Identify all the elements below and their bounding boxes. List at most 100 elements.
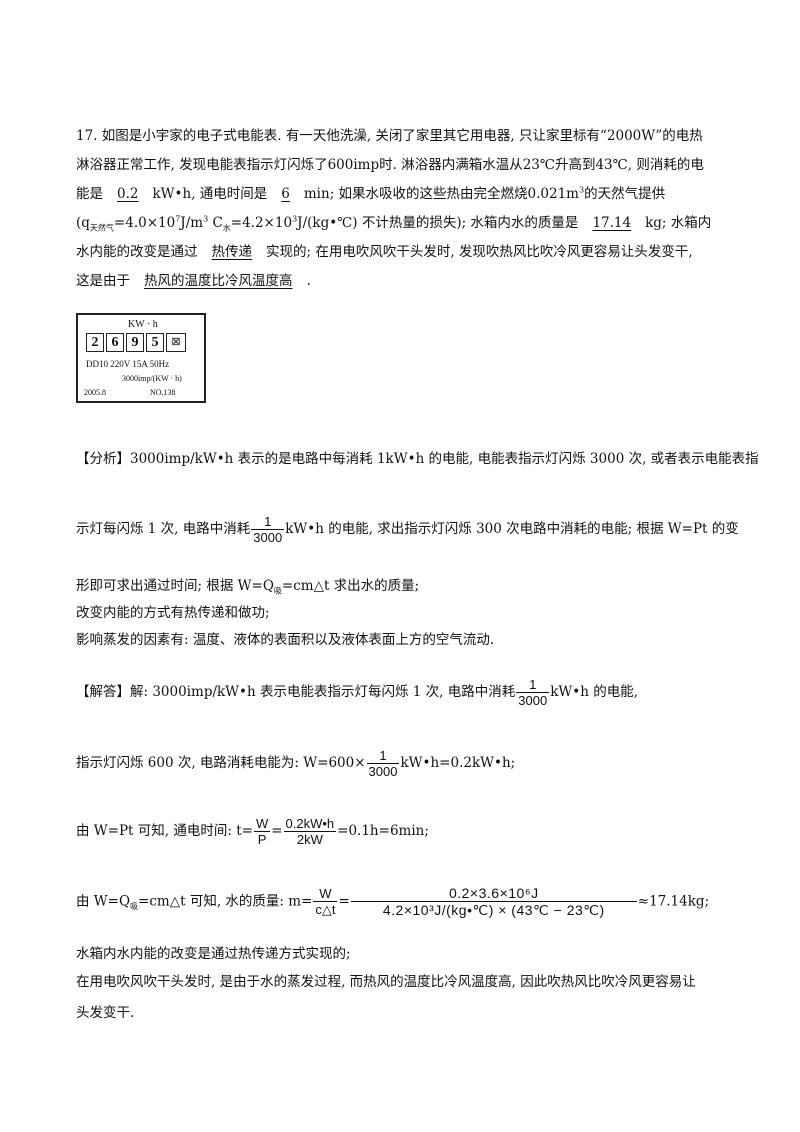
answer-mass: 17.14: [592, 215, 632, 231]
solution-text: kW•h=0.2kW•h;: [400, 755, 516, 771]
meter-digit: 9: [126, 333, 144, 352]
analysis-text: 影响蒸发的因素有: 温度、液体的表面积以及液体表面上方的空气流动.: [76, 632, 495, 648]
fraction-denominator: 3000: [366, 763, 400, 779]
answer-reason: 热风的温度比冷风温度高: [144, 273, 293, 289]
superscript: 3: [292, 214, 298, 224]
fraction-numerator: W: [255, 816, 269, 831]
solution-line-6: 在用电吹风吹干头发时, 是由于水的蒸发过程, 而热风的温度比冷风温度高, 因此吹…: [76, 970, 696, 990]
analysis-line-1: 【分析】3000imp/kW•h 表示的是电路中每消耗 1kW•h 的电能, 电…: [76, 447, 759, 467]
problem-text: min; 如果水吸收的这些热由完全燃烧0.021m: [303, 186, 579, 202]
problem-text: J/m: [180, 215, 204, 231]
fraction-numerator: 0.2kW•h: [285, 816, 335, 831]
problem-text: =4.2×10: [230, 215, 293, 231]
meter-wheel-icon: ⊠: [166, 333, 186, 352]
solution-text: 头发变干.: [76, 1005, 135, 1021]
problem-text: C: [208, 215, 223, 231]
superscript: 3: [578, 185, 585, 195]
analysis-line-3: 形即可求出通过时间; 根据 W=Q吸=cm△t 求出水的质量;: [76, 574, 420, 596]
problem-text: 17. 如图是小宇家的电子式电能表. 有一天他洗澡, 关闭了家里其它用电器, 只…: [76, 128, 703, 144]
subscript: 天然气: [89, 223, 114, 233]
problem-text: J/(kg•℃) 不计热量的损失); 水箱内水的质量是: [297, 215, 579, 231]
solution-text: 由 W=Pt 可知, 通电时间: t=: [76, 823, 253, 839]
problem-text: 淋浴器正常工作, 发现电能表指示灯闪烁了600imp时. 淋浴器内满箱水温从23…: [76, 157, 704, 173]
problem-text: 水内能的改变是通过: [76, 244, 198, 260]
problem-text: 实现的; 在用电吹风吹干头发时, 发现吹热风比吹冷风更容易让头发变干,: [266, 244, 693, 260]
problem-text: =4.0×10: [113, 215, 176, 231]
analysis-text: 改变内能的方式有热传递和做功;: [76, 605, 270, 621]
meter-serial: NO.138: [150, 388, 176, 397]
problem-line-5: 水内能的改变是通过热传递实现的; 在用电吹风吹干头发时, 发现吹热风比吹冷风更容…: [76, 240, 693, 260]
meter-unit-label: KW · h: [128, 319, 158, 330]
energy-meter-figure: KW · h 2 6 9 5 ⊠ DD10 220V 15A 50Hz 3000…: [76, 313, 206, 403]
solution-text: 水箱内水内能的改变是通过热传递方式实现的;: [76, 946, 351, 962]
equals-sign: =: [271, 823, 283, 839]
problem-text: 能是: [76, 186, 103, 202]
meter-digit: 2: [86, 333, 104, 352]
solution-line-5: 水箱内水内能的改变是通过热传递方式实现的;: [76, 942, 351, 962]
problem-text: 这是由于: [76, 273, 130, 289]
meter-digit: 5: [146, 333, 164, 352]
solution-text: kW•h 的电能,: [550, 684, 638, 700]
fraction-denominator: 3000: [516, 692, 550, 708]
superscript: 7: [175, 214, 181, 224]
analysis-text: 形即可求出通过时间; 根据 W=Q: [76, 578, 274, 594]
subscript: 吸: [130, 902, 139, 912]
problem-text: kg; 水箱内: [645, 215, 712, 231]
analysis-line-5: 影响蒸发的因素有: 温度、液体的表面积以及液体表面上方的空气流动.: [76, 628, 494, 648]
meter-imp-rating: 3000imp/(KW · h): [122, 374, 182, 383]
problem-text: .: [306, 273, 311, 289]
solution-text: =cm△t 可知, 水的质量: m=: [138, 893, 313, 910]
meter-date: 2005.8: [84, 388, 106, 397]
subscript: 吸: [273, 586, 282, 596]
fraction-denominator: P: [253, 831, 271, 847]
analysis-line-4: 改变内能的方式有热传递和做功;: [76, 601, 270, 621]
problem-line-6: 这是由于热风的温度比冷风温度高.: [76, 269, 311, 289]
solution-line-1: 【解答】解: 3000imp/kW•h 表示电能表指示灯每闪烁 1 次, 电路中…: [76, 677, 638, 708]
solution-text: 在用电吹风吹干头发时, 是由于水的蒸发过程, 而热风的温度比冷风温度高, 因此吹…: [76, 974, 696, 990]
fraction-numerator: W: [319, 886, 332, 901]
problem-line-4: (q天然气=4.0×107J/m3 C水=4.2×103J/(kg•℃) 不计热…: [76, 211, 712, 233]
fraction-numerator: 0.2×3.6×10⁶J: [448, 885, 539, 901]
problem-text: kW•h, 通电时间是: [152, 186, 268, 202]
problem-line-2: 淋浴器正常工作, 发现电能表指示灯闪烁了600imp时. 淋浴器内满箱水温从23…: [76, 153, 704, 173]
problem-text: (q: [76, 215, 90, 231]
problem-text: 的天然气提供: [584, 186, 666, 202]
meter-digit: 6: [106, 333, 124, 352]
fraction-denominator: c△t: [313, 901, 338, 917]
answer-method: 热传递: [211, 244, 253, 260]
analysis-text: 【分析】3000imp/kW•h 表示的是电路中每消耗 1kW•h 的电能, 电…: [76, 451, 759, 467]
solution-text: ≈17.14kg;: [637, 893, 710, 910]
meter-digits: 2 6 9 5 ⊠: [86, 333, 186, 352]
analysis-text: =cm△t 求出水的质量;: [281, 578, 420, 594]
analysis-text: kW•h 的电能, 求出指示灯闪烁 300 次电路中消耗的电能; 根据 W=Pt…: [285, 521, 739, 537]
answer-energy: 0.2: [117, 186, 139, 202]
analysis-text: 示灯每闪烁 1 次, 电路中消耗: [76, 521, 251, 537]
superscript: 3: [203, 214, 209, 224]
solution-text: 指示灯闪烁 600 次, 电路消耗电能为: W=600×: [76, 755, 366, 771]
solution-line-7: 头发变干.: [76, 1001, 134, 1021]
fraction-denominator: 3000: [251, 529, 285, 545]
meter-spec: DD10 220V 15A 50Hz: [86, 359, 170, 369]
solution-text: 【解答】解: 3000imp/kW•h 表示电能表指示灯每闪烁 1 次, 电路中…: [76, 684, 516, 700]
solution-text: 由 W=Q: [76, 893, 131, 910]
equals-sign: =: [338, 893, 350, 910]
fraction-numerator: 1: [264, 514, 272, 529]
fraction-denominator: 4.2×10³J/(kg•℃) × (43℃ − 23℃): [350, 901, 637, 919]
fraction-denominator: 2kW: [283, 831, 337, 847]
problem-line-3: 能是 0.2 kW•h, 通电时间是 6 min; 如果水吸收的这些热由完全燃烧0.02…: [76, 182, 665, 202]
fraction-numerator: 1: [379, 748, 387, 763]
subscript: 水: [222, 223, 231, 233]
answer-time: 6: [281, 186, 290, 202]
fraction-numerator: 1: [529, 677, 537, 692]
